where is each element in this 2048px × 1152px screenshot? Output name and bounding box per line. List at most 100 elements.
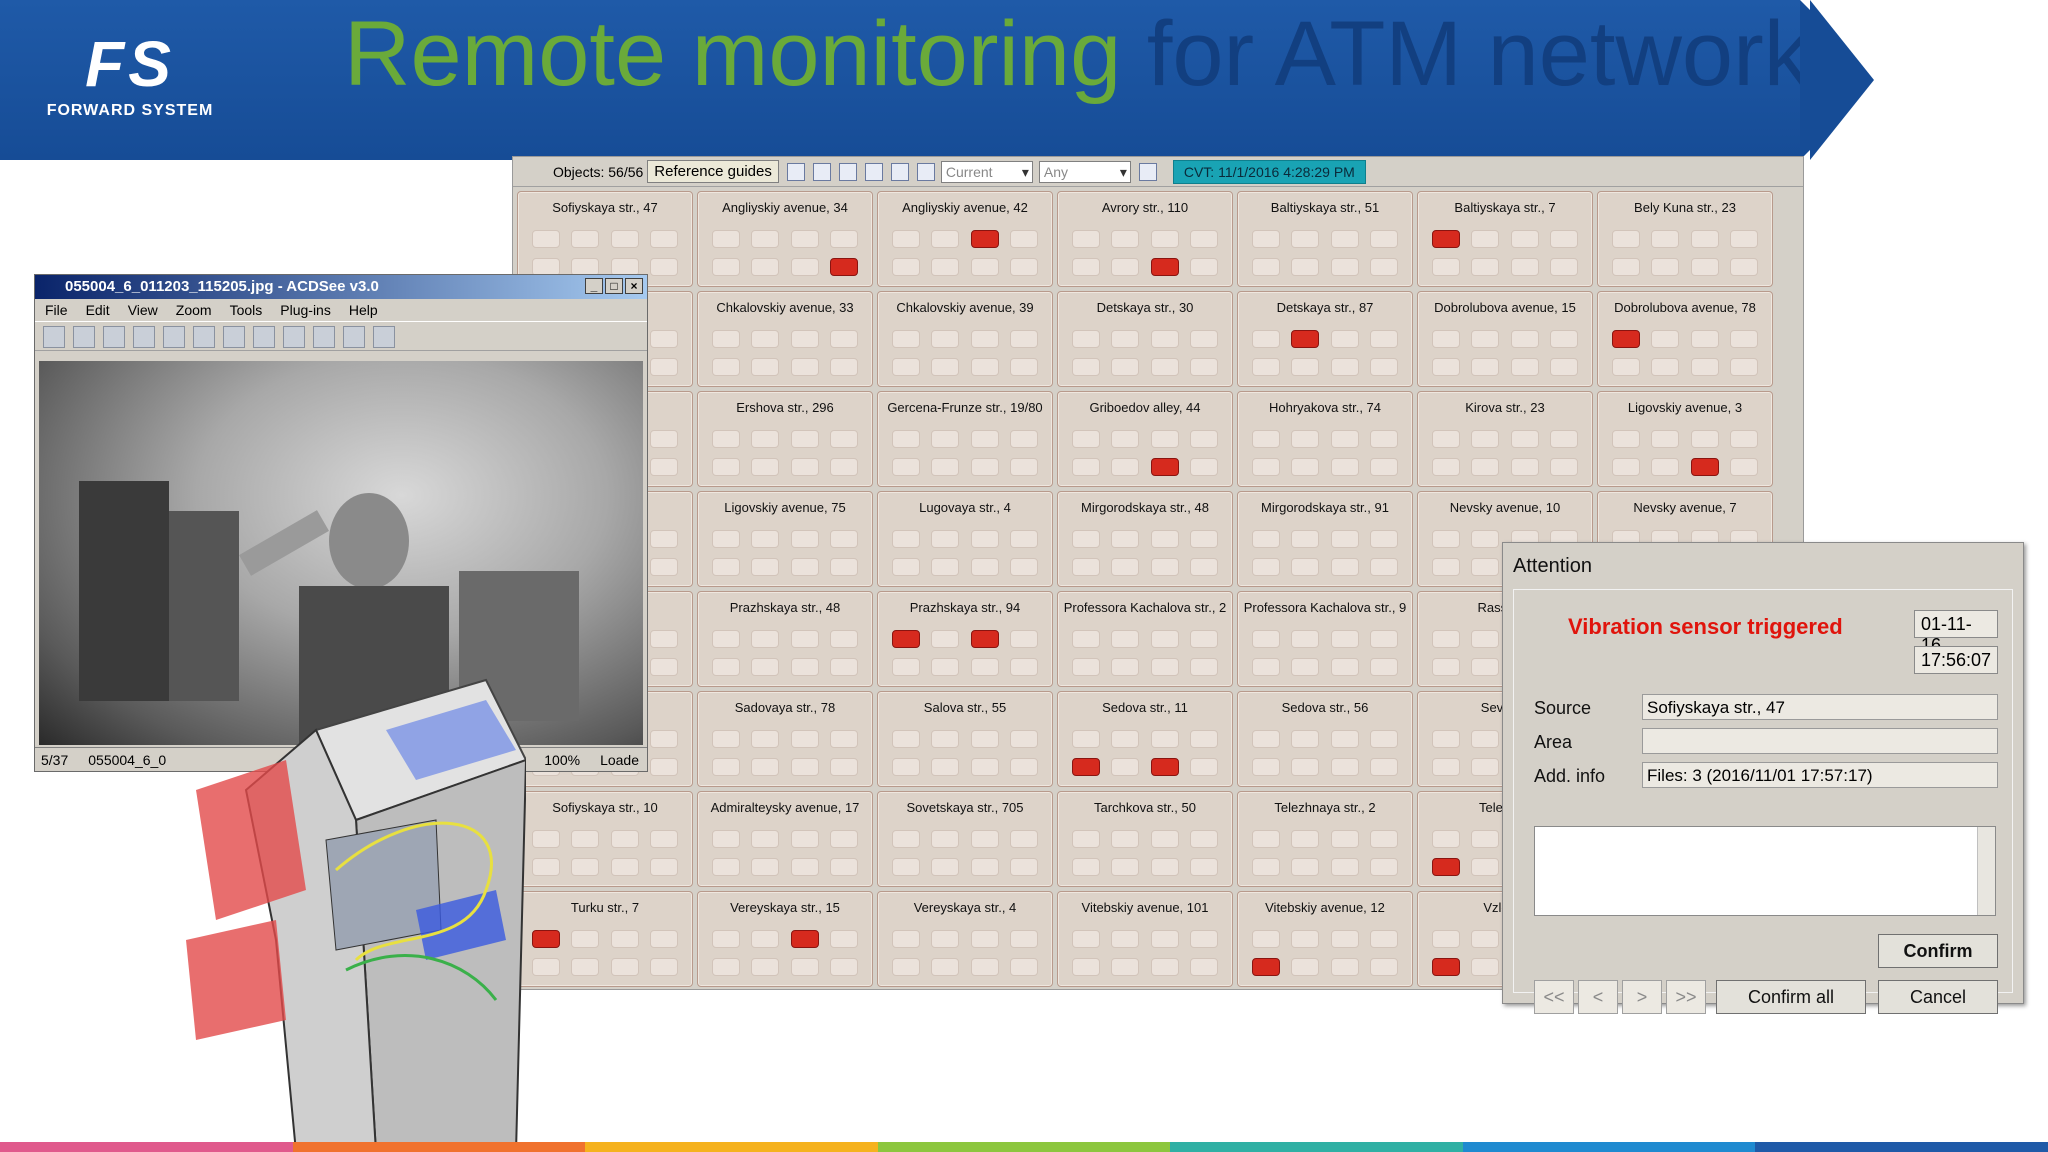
sensor-alarm-icon[interactable] bbox=[1690, 458, 1719, 476]
previous-icon[interactable] bbox=[103, 326, 125, 348]
sensor-icon[interactable] bbox=[1370, 930, 1399, 948]
atm-tile[interactable]: Dobrolubova avenue, 15 bbox=[1417, 291, 1593, 387]
atm-tile[interactable]: Detskaya str., 30 bbox=[1057, 291, 1233, 387]
sensor-icon[interactable] bbox=[650, 358, 679, 376]
atm-tile[interactable]: Sovetskaya str., 705 bbox=[877, 791, 1053, 887]
sensor-icon[interactable] bbox=[1150, 430, 1179, 448]
sensor-icon[interactable] bbox=[1550, 430, 1579, 448]
sensor-icon[interactable] bbox=[610, 858, 639, 876]
sensor-icon[interactable] bbox=[531, 830, 560, 848]
fullscreen-icon[interactable] bbox=[313, 326, 335, 348]
sensor-icon[interactable] bbox=[1370, 558, 1399, 576]
notes-textarea[interactable] bbox=[1534, 826, 1996, 916]
sensor-icon[interactable] bbox=[610, 958, 639, 976]
sensor-icon[interactable] bbox=[1471, 430, 1500, 448]
sensor-icon[interactable] bbox=[970, 858, 999, 876]
sensor-icon[interactable] bbox=[650, 730, 679, 748]
sensor-icon[interactable] bbox=[711, 230, 740, 248]
sensor-icon[interactable] bbox=[1010, 830, 1039, 848]
sensor-icon[interactable] bbox=[610, 930, 639, 948]
sensor-icon[interactable] bbox=[1111, 558, 1140, 576]
atm-tile[interactable]: Baltiyskaya str., 7 bbox=[1417, 191, 1593, 287]
sensor-icon[interactable] bbox=[1370, 358, 1399, 376]
sensor-icon[interactable] bbox=[1251, 930, 1280, 948]
sensor-icon[interactable] bbox=[1510, 430, 1539, 448]
sensor-icon[interactable] bbox=[970, 930, 999, 948]
sensor-icon[interactable] bbox=[571, 230, 600, 248]
sensor-icon[interactable] bbox=[1690, 330, 1719, 348]
next-icon[interactable] bbox=[133, 326, 155, 348]
list-icon[interactable] bbox=[786, 162, 805, 181]
sensor-icon[interactable] bbox=[650, 830, 679, 848]
sensor-alarm-icon[interactable] bbox=[531, 930, 560, 948]
sensor-icon[interactable] bbox=[1251, 758, 1280, 776]
sensor-icon[interactable] bbox=[1370, 958, 1399, 976]
sensor-icon[interactable] bbox=[830, 430, 859, 448]
sensor-icon[interactable] bbox=[751, 858, 780, 876]
sensor-icon[interactable] bbox=[1550, 330, 1579, 348]
sensor-icon[interactable] bbox=[1010, 658, 1039, 676]
sensor-icon[interactable] bbox=[751, 630, 780, 648]
sensor-icon[interactable] bbox=[830, 658, 859, 676]
sensor-icon[interactable] bbox=[1730, 230, 1759, 248]
menu-edit[interactable]: Edit bbox=[85, 302, 110, 318]
period-select[interactable]: Current bbox=[940, 160, 1033, 183]
sensor-icon[interactable] bbox=[1330, 358, 1359, 376]
sensor-icon[interactable] bbox=[1730, 358, 1759, 376]
sensor-icon[interactable] bbox=[711, 730, 740, 748]
sensor-icon[interactable] bbox=[970, 358, 999, 376]
sensor-icon[interactable] bbox=[1111, 858, 1140, 876]
atm-tile[interactable]: Detskaya str., 87 bbox=[1237, 291, 1413, 387]
sensor-icon[interactable] bbox=[1291, 730, 1320, 748]
sensor-icon[interactable] bbox=[830, 930, 859, 948]
sensor-icon[interactable] bbox=[751, 958, 780, 976]
sensor-icon[interactable] bbox=[1330, 230, 1359, 248]
sensor-icon[interactable] bbox=[1291, 358, 1320, 376]
sensor-icon[interactable] bbox=[1150, 958, 1179, 976]
sensor-icon[interactable] bbox=[1071, 730, 1100, 748]
sensor-icon[interactable] bbox=[1010, 730, 1039, 748]
sensor-alarm-icon[interactable] bbox=[970, 630, 999, 648]
sensor-icon[interactable] bbox=[711, 558, 740, 576]
sensor-icon[interactable] bbox=[1431, 358, 1460, 376]
sensor-icon[interactable] bbox=[711, 258, 740, 276]
sensor-icon[interactable] bbox=[1291, 230, 1320, 248]
sensor-icon[interactable] bbox=[931, 358, 960, 376]
sensor-icon[interactable] bbox=[1291, 630, 1320, 648]
sensor-icon[interactable] bbox=[1291, 558, 1320, 576]
sensor-icon[interactable] bbox=[1251, 258, 1280, 276]
sensor-icon[interactable] bbox=[1690, 430, 1719, 448]
sensor-icon[interactable] bbox=[650, 630, 679, 648]
sensor-icon[interactable] bbox=[1111, 930, 1140, 948]
sensor-icon[interactable] bbox=[1291, 958, 1320, 976]
refresh-icon[interactable] bbox=[838, 162, 857, 181]
sensor-icon[interactable] bbox=[1251, 358, 1280, 376]
sensor-icon[interactable] bbox=[1471, 730, 1500, 748]
sensor-icon[interactable] bbox=[1550, 230, 1579, 248]
sensor-icon[interactable] bbox=[891, 830, 920, 848]
sensor-icon[interactable] bbox=[891, 758, 920, 776]
sensor-icon[interactable] bbox=[650, 558, 679, 576]
menu-tools[interactable]: Tools bbox=[229, 302, 263, 318]
sensor-icon[interactable] bbox=[1010, 758, 1039, 776]
sensor-icon[interactable] bbox=[751, 558, 780, 576]
sensor-icon[interactable] bbox=[1291, 830, 1320, 848]
browse-icon[interactable] bbox=[43, 326, 65, 348]
sensor-icon[interactable] bbox=[1111, 958, 1140, 976]
sensor-icon[interactable] bbox=[931, 658, 960, 676]
sensor-icon[interactable] bbox=[1111, 358, 1140, 376]
sensor-icon[interactable] bbox=[1251, 830, 1280, 848]
zoom-out-icon[interactable] bbox=[223, 326, 245, 348]
sensor-icon[interactable] bbox=[751, 530, 780, 548]
atm-tile[interactable]: Sedova str., 56 bbox=[1237, 691, 1413, 787]
sensor-icon[interactable] bbox=[830, 730, 859, 748]
sensor-icon[interactable] bbox=[1550, 358, 1579, 376]
sensor-icon[interactable] bbox=[931, 558, 960, 576]
sensor-icon[interactable] bbox=[1730, 458, 1759, 476]
sensor-icon[interactable] bbox=[1370, 758, 1399, 776]
previous-button[interactable]: < bbox=[1578, 980, 1618, 1014]
sensor-icon[interactable] bbox=[970, 458, 999, 476]
sensor-icon[interactable] bbox=[891, 330, 920, 348]
state-select[interactable]: Any bbox=[1038, 160, 1131, 183]
atm-tile[interactable]: Angliyskiy avenue, 34 bbox=[697, 191, 873, 287]
